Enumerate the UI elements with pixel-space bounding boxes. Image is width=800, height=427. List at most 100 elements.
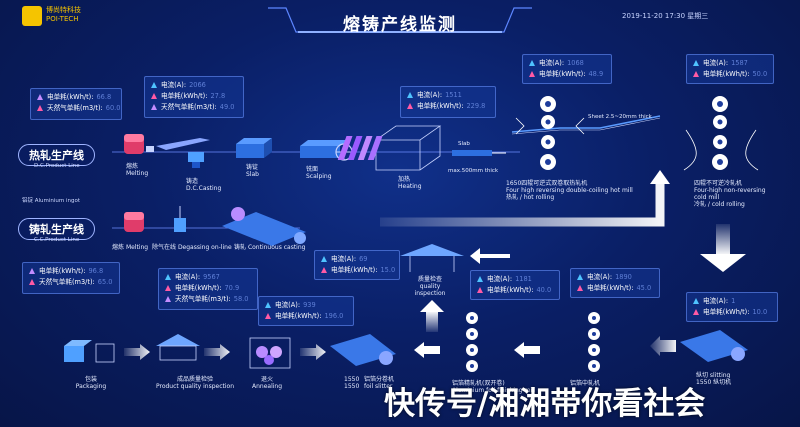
power-label: 电单耗(kWh/t): — [703, 70, 750, 78]
current-label: 电流(A): — [487, 275, 513, 283]
panel-rough-foil[interactable]: 电流(A):1181 电单耗(kWh/t):40.0 — [470, 270, 560, 300]
current-label: 电流(A): — [417, 91, 443, 99]
gas-label: 天然气单耗(m3/t): — [39, 278, 95, 286]
power-value: 196.0 — [324, 312, 344, 320]
cc-melting-icon — [124, 212, 144, 232]
power-value: 50.0 — [752, 70, 768, 78]
casting-icon — [156, 138, 210, 168]
current-label: 电流(A): — [703, 59, 729, 67]
logo-name: 博尚特科技 — [46, 6, 81, 14]
cap-sheet-size: Sheet 2.5~20mm thick — [588, 114, 652, 120]
power-value: 96.8 — [88, 267, 104, 275]
panel-foil-slitter[interactable]: 电流(A):939 电单耗(kWh/t):196.0 — [258, 296, 354, 326]
power-value: 27.8 — [210, 92, 226, 100]
gas-value: 65.0 — [97, 278, 113, 286]
panel-hot-mill[interactable]: 电流(A):1068 电单耗(kWh/t):48.9 — [522, 54, 612, 84]
power-value: 45.0 — [636, 284, 652, 292]
logo-icon — [22, 6, 42, 26]
current-label: 电流(A): — [275, 301, 301, 309]
panel-slitting[interactable]: 电流(A):1 电单耗(kWh/t):10.0 — [686, 292, 778, 322]
rough-foil-mill-icon — [466, 312, 478, 372]
current-value: 1587 — [731, 59, 748, 67]
current-value: 1 — [731, 297, 736, 305]
annealing-furnace-icon — [249, 337, 291, 369]
title-frame — [268, 7, 532, 33]
down-arrow-icon — [716, 224, 730, 254]
quality-inspection-icon — [400, 244, 464, 272]
timestamp: 2019-11-20 17:30 星期三 — [622, 12, 709, 20]
panel-hot-line[interactable]: 电单耗(kWh/t):66.8 天然气单耗(m3/t):60.0 — [30, 88, 122, 120]
gas-label: 天然气单耗(m3/t): — [175, 295, 231, 303]
power-value: 48.9 — [588, 70, 604, 78]
current-value: 9567 — [203, 273, 220, 281]
current-label: 电流(A): — [587, 273, 613, 281]
power-label: 电单耗(kWh/t): — [175, 284, 222, 292]
power-label: 电单耗(kWh/t): — [47, 93, 94, 101]
product-qc-icon — [156, 334, 200, 361]
current-value: 1068 — [567, 59, 584, 67]
power-label: 电单耗(kWh/t): — [587, 284, 634, 292]
power-label: 电单耗(kWh/t): — [703, 308, 750, 316]
watermark-text: 快传号/湘湘带你看社会 — [384, 386, 706, 422]
cap-mid-foil: 铝箔中轧机 — [570, 380, 601, 387]
connector-arrow — [380, 180, 665, 227]
cap-cc-melting: 熔炼 Melting — [112, 244, 149, 251]
panel-cold-mill[interactable]: 电流(A):1587 电单耗(kWh/t):50.0 — [686, 54, 774, 84]
power-value: 66.8 — [96, 93, 112, 101]
power-label: 电单耗(kWh/t): — [331, 266, 378, 274]
logo-text: 博尚特科技 POI-TECH — [46, 6, 81, 24]
power-label: 电单耗(kWh/t): — [487, 286, 534, 294]
current-value: 2066 — [189, 81, 206, 89]
power-value: 229.8 — [466, 102, 486, 110]
continuous-casting-icon — [222, 207, 306, 246]
panel-quality[interactable]: 电流(A):69 电单耗(kWh/t):15.0 — [314, 250, 400, 280]
foil-slitter-icon — [330, 334, 396, 366]
gas-value: 60.0 — [105, 104, 121, 112]
power-value: 10.0 — [752, 308, 768, 316]
ingot-label: 铝锭 Aluminium ingot — [22, 198, 81, 204]
hot-line-label[interactable]: 热轧生产线 — [18, 144, 95, 166]
panel-annealing[interactable]: 电流(A):9567 电单耗(kWh/t):70.9 天然气单耗(m3/t):5… — [158, 268, 258, 310]
slab-out-icon — [452, 150, 492, 156]
power-label: 电单耗(kWh/t): — [275, 312, 322, 320]
panel-mid-foil[interactable]: 电流(A):1890 电单耗(kWh/t):45.0 — [570, 268, 660, 298]
logo-sub: POI-TECH — [46, 15, 79, 23]
gas-label: 天然气单耗(m3/t): — [47, 104, 103, 112]
cap-cc-casting: 铸轧 Continuous casting — [234, 244, 306, 251]
panel-cc-line[interactable]: 电单耗(kWh/t):96.8 天然气单耗(m3/t):65.0 — [22, 262, 120, 294]
cold-line-label[interactable]: 铸轧生产线 — [18, 218, 95, 240]
panel-heating[interactable]: 电流(A):1511 电单耗(kWh/t):229.8 — [400, 86, 496, 118]
gas-value: 49.0 — [219, 103, 235, 111]
page-title: 熔铸产线监测 — [343, 15, 457, 35]
cap-rough-foil: 铝箔精轧机(双开卷)Aluminium foil finishing mill — [452, 380, 536, 394]
slab-icon — [236, 138, 272, 158]
heating-furnace-icon — [337, 125, 442, 171]
slitting-icon — [680, 330, 748, 362]
cold-mill-icon — [683, 96, 759, 171]
cap-degassing: 除气在线 Degassing on-line — [152, 244, 232, 251]
power-label: 电单耗(kWh/t): — [417, 102, 464, 110]
packaging-icon — [64, 340, 115, 363]
current-label: 电流(A): — [331, 255, 357, 263]
current-label: 电流(A): — [175, 273, 201, 281]
current-value: 1511 — [445, 91, 462, 99]
current-value: 939 — [303, 301, 316, 309]
current-label: 电流(A): — [539, 59, 565, 67]
gas-label: 天然气单耗(m3/t): — [161, 103, 217, 111]
melting-furnace-icon — [124, 134, 154, 154]
power-value: 15.0 — [380, 266, 396, 274]
panel-melting[interactable]: 电流(A):2066 电单耗(kWh/t):27.8 天然气单耗(m3/t):4… — [144, 76, 244, 118]
